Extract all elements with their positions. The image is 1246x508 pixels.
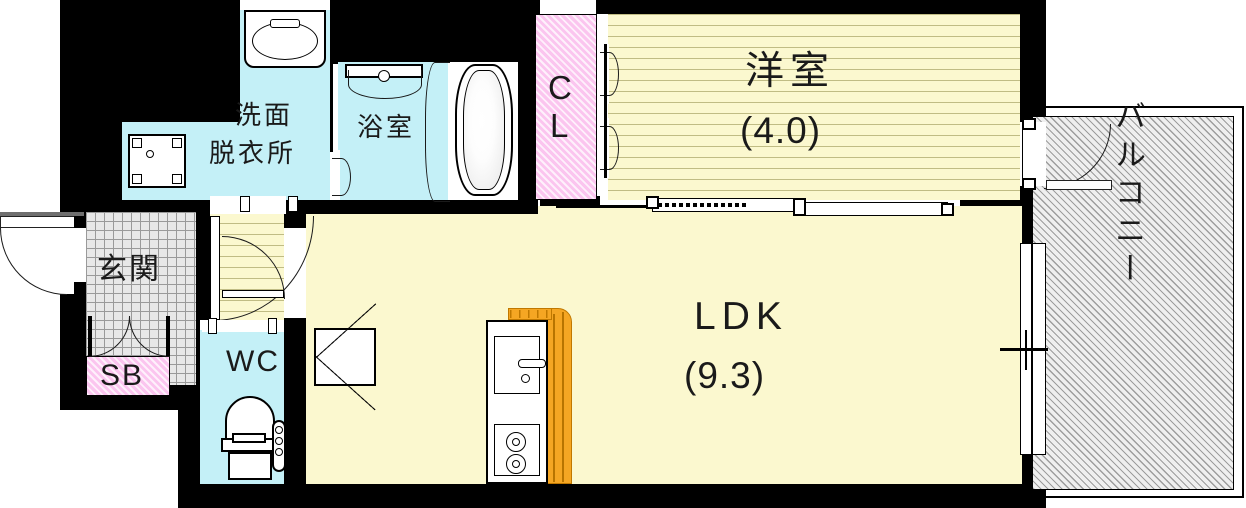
hall-door-to-washroom-leaf[interactable]: [222, 290, 284, 298]
closet-fold-mark-lower: [600, 126, 619, 170]
label-ldk-name: LDK: [694, 295, 788, 338]
toilet-control-btn1: [275, 426, 283, 434]
partition-rail-left: [556, 205, 652, 208]
washing-machine-drain: [146, 150, 154, 158]
kitchen-faucet: [518, 359, 546, 368]
vanity-faucet: [270, 19, 300, 28]
bath-tub-inner: [463, 70, 505, 190]
entrance-door-leaf[interactable]: [0, 216, 84, 228]
entrance-door-jamb-top: [74, 216, 86, 228]
bathroom-door-track: [330, 62, 333, 152]
washing-machine-corner-tl: [132, 138, 142, 148]
label-toilet: WC: [226, 345, 280, 378]
label-bedroom-area: (4.0): [740, 110, 822, 151]
kitchen-counter: [546, 308, 572, 484]
wall-mass-bedroom-top: [596, 0, 1036, 14]
room-ldk: [306, 214, 1022, 484]
partition-dash-track: [658, 203, 748, 207]
wall-mass-bottom-main: [178, 484, 1046, 508]
washing-machine-corner-bl: [132, 174, 142, 184]
balcony-railing-side: [1242, 106, 1244, 496]
partition-handle-c[interactable]: [941, 203, 954, 216]
room-closet-cl: [535, 14, 597, 200]
label-entrance: 玄関: [97, 253, 161, 286]
kitchen-counter-line2: [562, 312, 564, 482]
bedroom-balcony-door-opening[interactable]: [1022, 122, 1046, 186]
wall-mass-wc-right: [284, 318, 306, 508]
wall-mass-cl-left: [518, 0, 540, 200]
shoebox-door-right-panel[interactable]: [166, 316, 170, 356]
wall-mass-bedroom-right-upper: [1018, 0, 1046, 122]
bathroom-folding-door-mark: [332, 158, 351, 196]
kitchen-counter-cap-hatch: [510, 310, 550, 318]
label-washroom-line1: 洗面: [235, 100, 294, 130]
closet-fold-mark-upper: [600, 52, 619, 96]
toilet-seat-inner: [232, 433, 266, 443]
entrance-door-swing-arc: [0, 228, 67, 295]
washing-machine-corner-br: [172, 174, 182, 184]
partition-handle-b[interactable]: [793, 198, 806, 216]
label-shoebox: SB: [100, 359, 145, 392]
toilet-door-jamb-left: [208, 318, 217, 334]
entrance-door-jamb-bottom: [74, 282, 86, 294]
room-bedroom: [608, 14, 1020, 200]
wall-mass-bath-top: [330, 0, 530, 64]
kitchen-counter-line1: [553, 314, 555, 482]
partition-handle-a[interactable]: [646, 196, 659, 209]
bathroom-curved-wall: [425, 62, 450, 202]
gas-burner-rear-inner: [512, 460, 520, 468]
bedroom-balcony-door-leaf[interactable]: [1046, 180, 1112, 190]
toilet-tank: [228, 452, 272, 480]
label-ldk-area: (9.3): [684, 355, 766, 396]
closet-door-track: [604, 44, 607, 178]
ldk-balcony-door-marker-v: [1025, 330, 1027, 370]
label-washroom-line2: 脱衣所: [209, 138, 297, 168]
toilet-door-jamb-right: [268, 318, 277, 334]
gas-burner-front-inner: [512, 438, 520, 446]
toilet-door-opening[interactable]: [202, 320, 284, 332]
shoebox-door-left-panel[interactable]: [88, 316, 92, 356]
hall-door-to-ldk-leaf[interactable]: [210, 216, 220, 320]
kitchen-drain: [521, 374, 530, 383]
bedroom-balcony-jamb-bottom: [1022, 178, 1036, 190]
label-bathroom: 浴室: [357, 112, 416, 142]
wall-mass-ldk-top-left: [306, 196, 538, 214]
washing-machine-corner-tr: [172, 138, 182, 148]
label-bedroom-name: 洋室: [745, 50, 836, 93]
bedroom-balcony-jamb-top: [1022, 118, 1036, 130]
label-balcony: バルコニー: [1110, 100, 1145, 290]
washroom-door-jamb-left: [240, 196, 250, 212]
partition-panel-right[interactable]: [800, 202, 948, 216]
bath-faucet-knob: [378, 70, 390, 82]
washroom-door-jamb-right: [288, 196, 298, 212]
wall-mass-hall-left: [196, 196, 210, 320]
vanity-sink-basin: [252, 22, 318, 60]
ldk-balcony-door-marker-h: [1000, 348, 1048, 351]
room-shoebox: [86, 356, 170, 396]
wall-mass-washroom-bottom: [86, 196, 198, 212]
balcony-railing-top: [1032, 106, 1244, 108]
balcony-railing-bottom: [1032, 496, 1244, 498]
refrigerator-slot: [314, 328, 376, 386]
bath-basin-curve: [348, 70, 422, 99]
toilet-control-btn2: [275, 437, 283, 445]
label-closet-c: C: [548, 69, 572, 106]
toilet-control-btn3: [275, 448, 283, 456]
entrance-door-panel[interactable]: [0, 212, 84, 216]
label-closet-l: L: [550, 107, 569, 144]
